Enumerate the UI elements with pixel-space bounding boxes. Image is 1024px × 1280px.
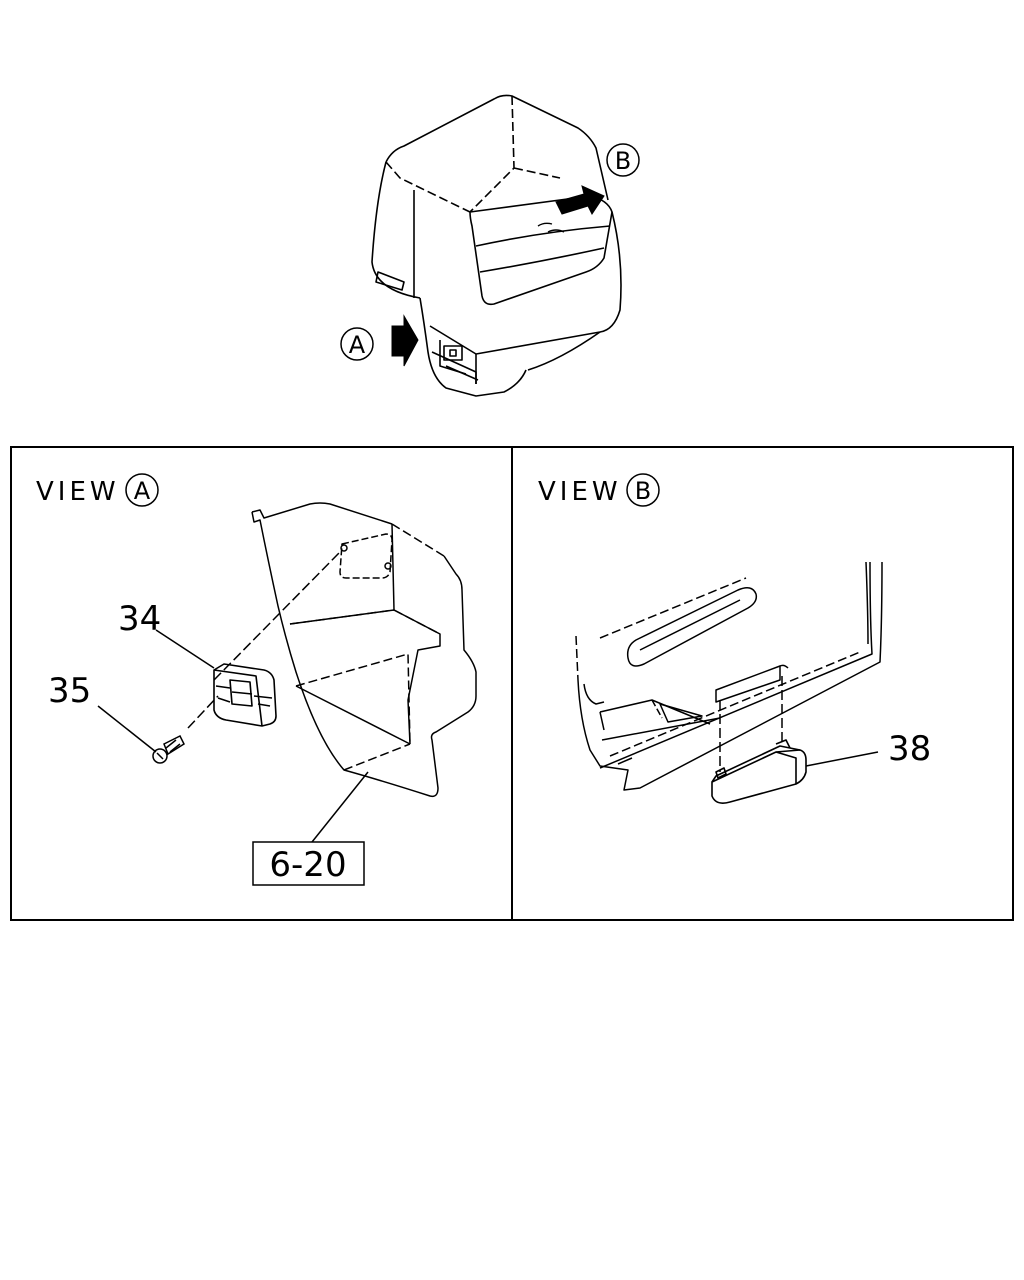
screw-part-35 xyxy=(152,734,185,764)
svg-text:A: A xyxy=(349,331,366,359)
reference-label: 6-20 xyxy=(269,845,346,885)
arrow-b-icon xyxy=(555,185,605,215)
view-b-title: VIEW xyxy=(538,477,622,507)
view-a-circle xyxy=(125,473,159,507)
view-a-leaders xyxy=(97,551,369,843)
view-b-circle xyxy=(626,473,660,507)
side-panel-drawing xyxy=(251,502,477,798)
part-number-38: 38 xyxy=(888,729,931,769)
reference-box xyxy=(252,841,365,886)
callout-b: B xyxy=(606,143,640,177)
lamp-part-38 xyxy=(711,739,807,804)
part-number-34: 34 xyxy=(118,599,161,639)
view-a-circle-letter: A xyxy=(134,477,151,505)
vehicle-overview xyxy=(371,94,622,397)
view-b-circle-letter: B xyxy=(635,477,651,505)
view-b-panel: VIEW B xyxy=(538,473,931,804)
callout-a: A xyxy=(340,327,374,361)
view-a-title: VIEW xyxy=(36,477,120,507)
arrow-a-icon xyxy=(391,314,419,367)
part-number-35: 35 xyxy=(48,671,91,711)
svg-text:B: B xyxy=(615,147,631,175)
rear-panel-drawing xyxy=(575,561,883,791)
lamp-part-34 xyxy=(213,663,277,727)
view-b-leaders xyxy=(719,676,879,772)
detail-frame xyxy=(10,446,1014,921)
view-a-panel: VIEW A xyxy=(36,473,477,886)
